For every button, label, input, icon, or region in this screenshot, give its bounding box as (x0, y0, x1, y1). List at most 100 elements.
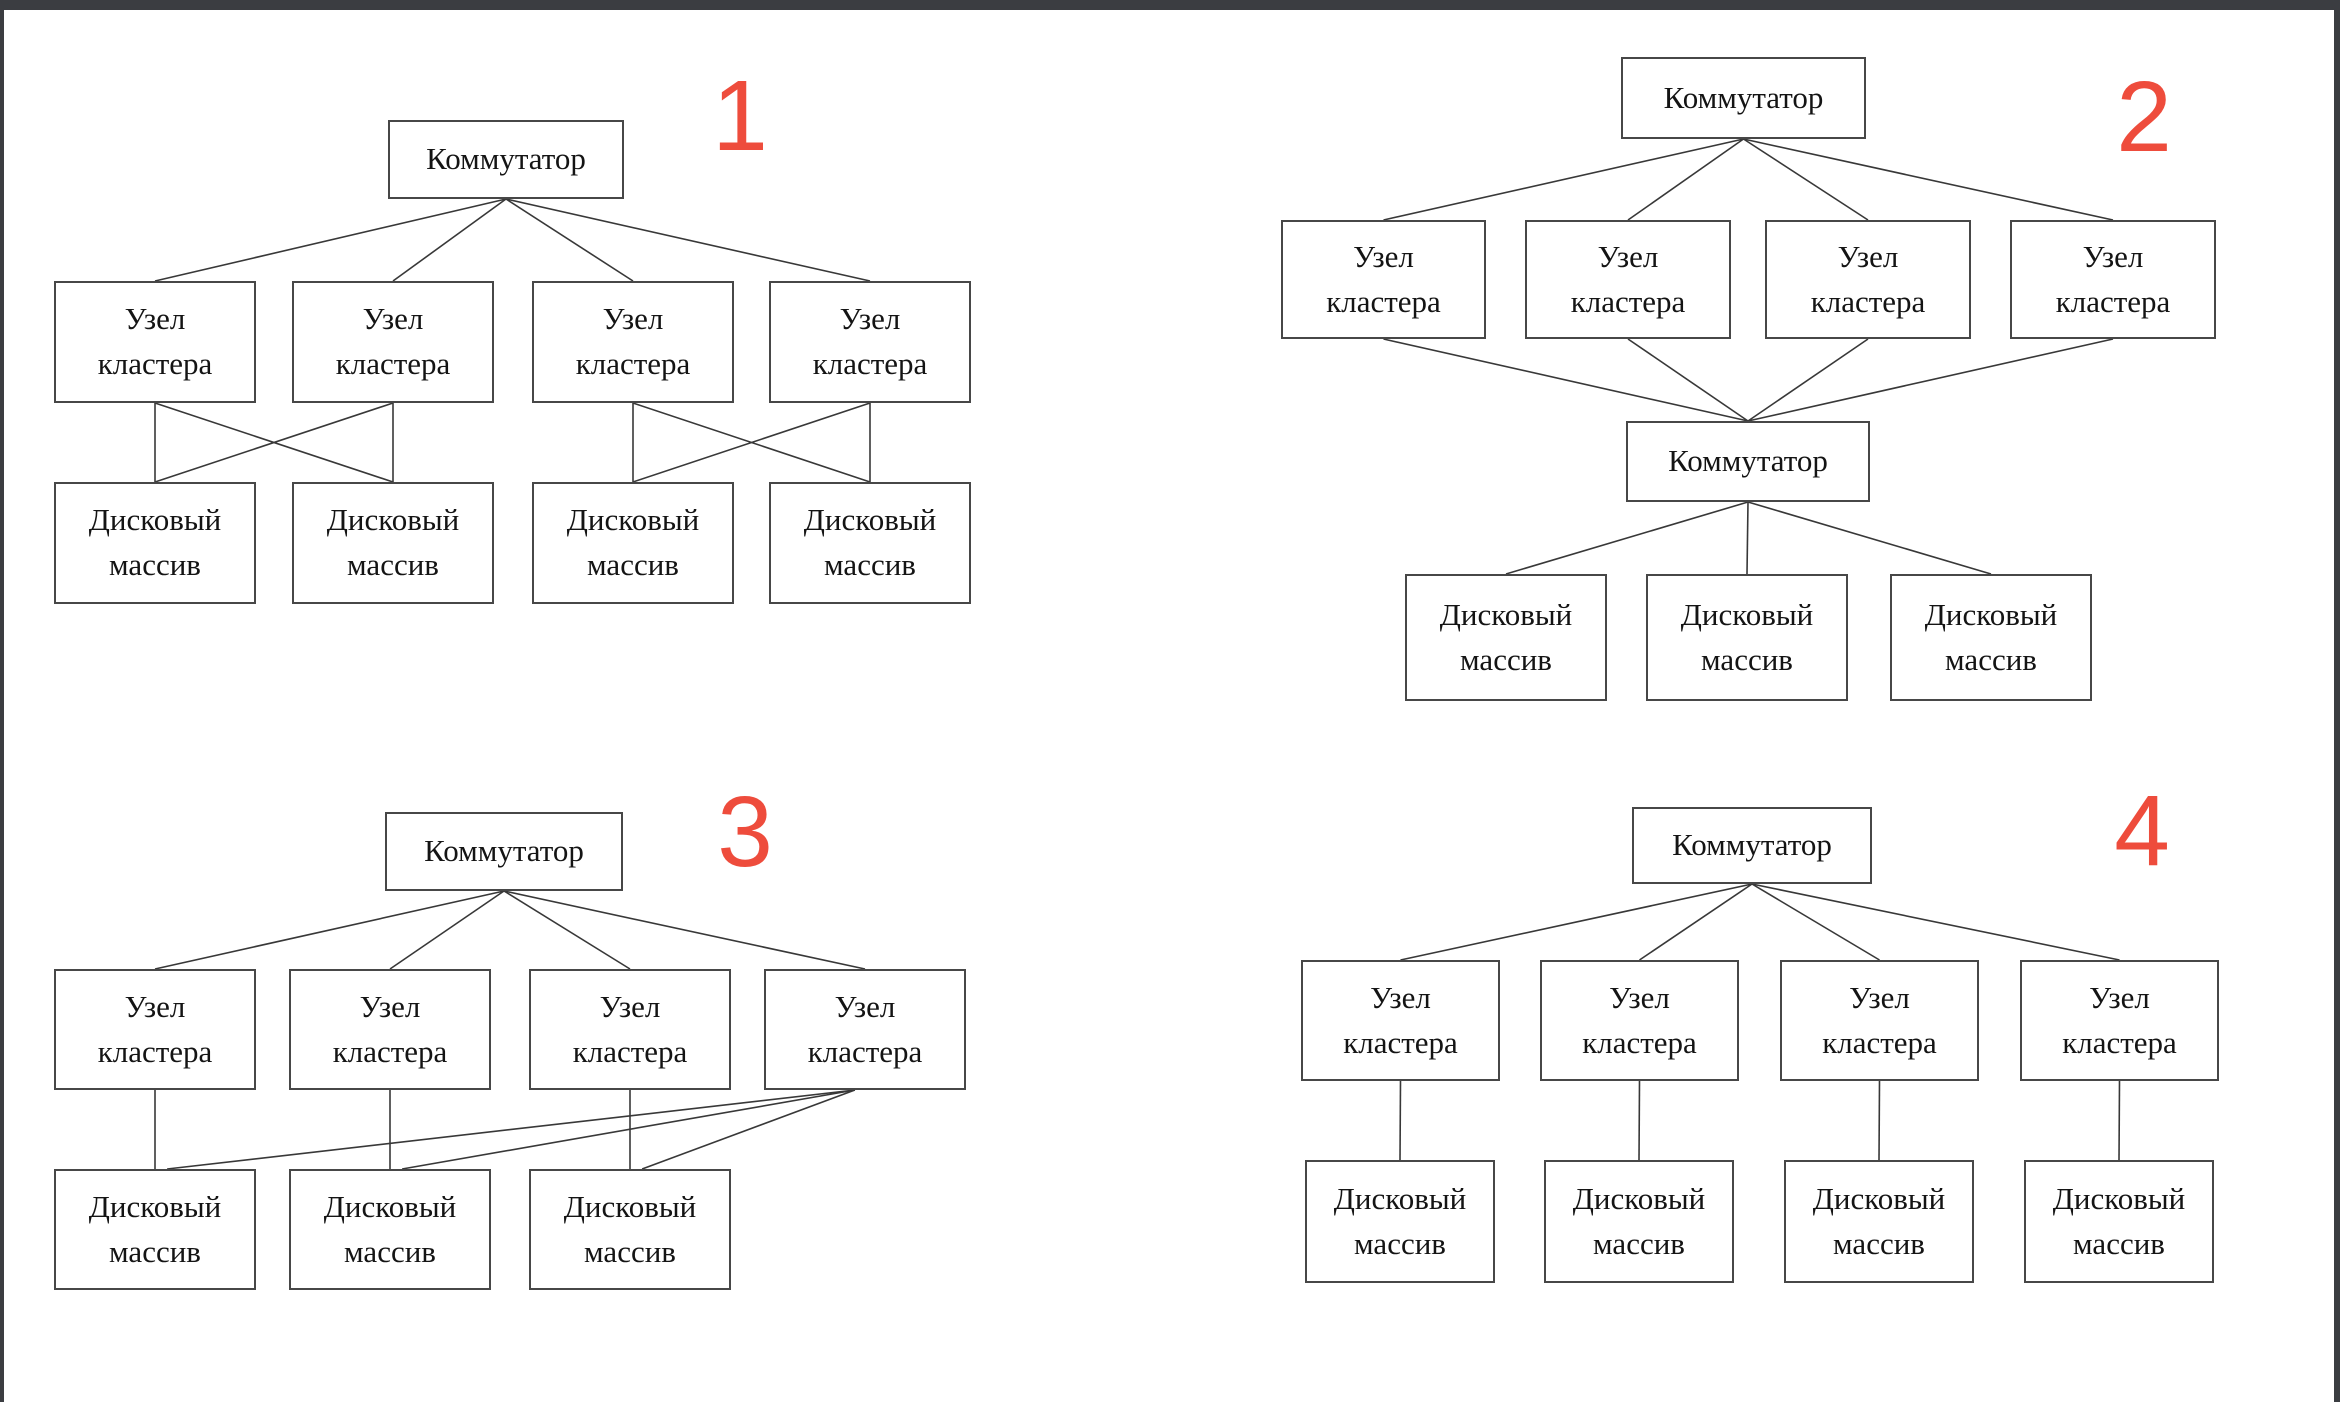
cluster-node-box: Узел кластера (54, 969, 256, 1090)
cluster-node-box: Узел кластера (769, 281, 971, 403)
box-label: Дисковый массив (1680, 596, 1814, 677)
cluster-node-box: Узел кластера (1780, 960, 1979, 1081)
connection-line (1399, 1080, 1402, 1161)
connection-line (1639, 883, 1753, 961)
connection-line (154, 198, 507, 282)
connection-line (1746, 501, 1749, 575)
box-label: Узел кластера (332, 988, 448, 1069)
box-label: Узел кластера (2055, 238, 2171, 319)
cluster-node-box: Узел кластера (532, 281, 734, 403)
connection-line (392, 198, 507, 282)
disk-array-box: Дисковый массив (54, 1169, 256, 1290)
disk-array-box: Дисковый массив (1305, 1160, 1495, 1283)
connection-line (505, 198, 634, 282)
cluster-node-box: Узел кластера (2020, 960, 2219, 1081)
connection-line (1627, 138, 1744, 221)
cluster-node-box: Узел кластера (1525, 220, 1731, 339)
box-label: Дисковый массив (1924, 596, 2058, 677)
box-label: Дисковый массив (803, 502, 937, 582)
connection-line (503, 890, 631, 970)
cluster-node-box: Узел кластера (2010, 220, 2216, 339)
disk-array-box: Дисковый массив (292, 482, 494, 604)
connection-line (1743, 138, 2114, 221)
switch-box: Коммутатор (1621, 57, 1866, 139)
box-label: Узел кластера (575, 301, 691, 381)
disk-array-box: Дисковый массив (1890, 574, 2092, 701)
box-label: Дисковый массив (2052, 1180, 2186, 1261)
box-label: Узел кластера (1582, 979, 1697, 1060)
switch-box: Коммутатор (385, 812, 623, 891)
box-label: Дисковый массив (1333, 1180, 1467, 1261)
disk-array-box: Дисковый массив (1544, 1160, 1734, 1283)
box-label: Дисковый массив (88, 502, 222, 582)
window-border-right (2334, 0, 2340, 1402)
disk-array-box: Дисковый массив (1784, 1160, 1974, 1283)
disk-array-box: Дисковый массив (289, 1169, 491, 1290)
connection-line (505, 198, 871, 282)
disk-array-box: Дисковый массив (529, 1169, 731, 1290)
disk-array-box: Дисковый массив (1405, 574, 1607, 701)
box-label: Узел кластера (1570, 238, 1686, 319)
connection-line (1747, 501, 1992, 575)
connection-line (632, 402, 871, 483)
cluster-node-box: Узел кластера (1301, 960, 1500, 1081)
connection-line (154, 402, 394, 483)
connection-line (1747, 338, 2114, 422)
disk-array-box: Дисковый массив (54, 482, 256, 604)
box-label: Дисковый массив (1572, 1180, 1706, 1261)
switch-box: Коммутатор (1632, 807, 1872, 884)
box-label: Узел кластера (812, 301, 928, 381)
connection-line (1383, 138, 1744, 221)
connection-line (1751, 883, 1880, 961)
switch-box: Коммутатор (1626, 421, 1870, 502)
cluster-node-box: Узел кластера (764, 969, 966, 1090)
box-label: Дисковый массив (88, 1188, 222, 1269)
cluster-node-box: Узел кластера (529, 969, 731, 1090)
cluster-node-box: Узел кластера (292, 281, 494, 403)
connection-line (154, 890, 505, 970)
box-label: Узел кластера (807, 988, 923, 1069)
disk-array-box: Дисковый массив (2024, 1160, 2214, 1283)
box-label: Узел кластера (1326, 238, 1441, 319)
box-label: Дисковый массив (1812, 1180, 1946, 1261)
box-label: Дисковый массив (326, 502, 460, 582)
connection-line (1638, 1080, 1641, 1161)
box-label: Узел кластера (572, 988, 688, 1069)
connection-line (2118, 1080, 2121, 1161)
box-label: Узел кластера (1343, 979, 1458, 1060)
cluster-node-box: Узел кластера (54, 281, 256, 403)
box-label: Коммутатор (426, 141, 586, 177)
diagram-number: 3 (717, 776, 773, 888)
connection-line (503, 890, 866, 970)
connection-line (1747, 338, 1869, 422)
connection-line (1627, 338, 1749, 422)
box-label: Коммутатор (1663, 79, 1824, 115)
cluster-node-box: Узел кластера (289, 969, 491, 1090)
connection-line (1400, 883, 1753, 961)
connection-line (167, 1089, 855, 1170)
box-label: Дисковый массив (566, 502, 700, 582)
box-label: Узел кластера (97, 301, 213, 381)
disk-array-box: Дисковый массив (769, 482, 971, 604)
box-label: Узел кластера (1810, 238, 1926, 319)
box-label: Дисковый массив (323, 1188, 457, 1269)
cluster-node-box: Узел кластера (1765, 220, 1971, 339)
connection-line (641, 1089, 856, 1170)
connection-line (1383, 338, 1749, 422)
connection-line (1878, 1080, 1881, 1161)
window-border-left (0, 0, 4, 1402)
connection-line (389, 890, 505, 970)
window-border-top (0, 0, 2340, 10)
box-label: Узел кластера (335, 301, 451, 381)
box-label: Узел кластера (2062, 979, 2177, 1060)
connection-line (1743, 138, 1869, 221)
switch-box: Коммутатор (388, 120, 624, 199)
diagram-number: 4 (2114, 775, 2170, 887)
box-label: Дисковый массив (1439, 596, 1573, 677)
box-label: Коммутатор (1668, 443, 1828, 479)
cluster-node-box: Узел кластера (1281, 220, 1486, 339)
box-label: Коммутатор (424, 833, 584, 869)
cluster-node-box: Узел кластера (1540, 960, 1739, 1081)
